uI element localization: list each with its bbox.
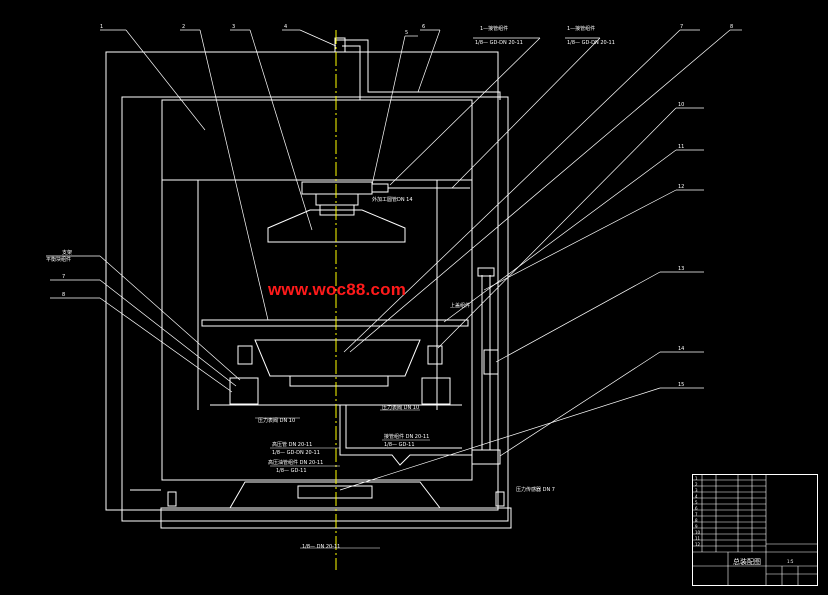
note-sub: 1/8— GD-DN 20-11 bbox=[567, 40, 615, 46]
title-row: 1 bbox=[695, 476, 698, 481]
inner-note: 1/8— GD-11 bbox=[276, 468, 307, 474]
left-label: 支架 bbox=[62, 250, 73, 256]
left-label: 7 bbox=[62, 274, 66, 280]
callout-number: 2 bbox=[182, 24, 186, 30]
callout-number: 7 bbox=[680, 24, 684, 30]
title-block-title: 总装配图 bbox=[733, 558, 761, 566]
title-row: 5 bbox=[695, 500, 698, 505]
bottom-note: 1/8— DN 20-11 bbox=[302, 544, 341, 550]
right-bottom-note: 压力传感器 DN 7 bbox=[516, 487, 555, 493]
press-die bbox=[267, 209, 406, 243]
inner-note: 上盖组件 bbox=[450, 303, 471, 309]
title-row: 2 bbox=[695, 482, 698, 487]
note-sub: 1/8— GD-DN 20-11 bbox=[475, 40, 523, 46]
lower-die bbox=[254, 339, 421, 377]
inner-note: 外加工圆管DN 14 bbox=[372, 197, 413, 203]
title-row: 11 bbox=[695, 536, 701, 541]
machine-body bbox=[121, 96, 509, 522]
note-title: 1—接管组件 bbox=[567, 26, 596, 32]
title-block: 总装配图 1:5 1 2 3 4 5 6 7 8 9 10 11 12 bbox=[692, 474, 818, 586]
upper-head bbox=[301, 181, 373, 195]
callout-number: 11 bbox=[678, 144, 685, 150]
title-block-scale: 1:5 bbox=[787, 559, 794, 564]
inner-note: 高压油管组件 DN 20-11 bbox=[268, 460, 324, 466]
callout-number: 13 bbox=[678, 266, 685, 272]
callout-number: 4 bbox=[284, 24, 288, 30]
work-table bbox=[201, 319, 469, 327]
inner-note: 1/8— GD-11 bbox=[384, 442, 415, 448]
inner-column bbox=[161, 99, 473, 481]
inner-note: 接管组件 DN 20-11 bbox=[384, 434, 430, 440]
callout-number: 6 bbox=[422, 24, 426, 30]
callout-number: 3 bbox=[232, 24, 236, 30]
title-row: 10 bbox=[695, 530, 701, 535]
inner-note: 压力表阀 DN 10 bbox=[258, 418, 296, 424]
leader-lines bbox=[46, 29, 742, 491]
title-row: 3 bbox=[695, 488, 698, 493]
lower-pipe bbox=[339, 405, 472, 466]
title-row: 9 bbox=[695, 524, 698, 529]
callout-number: 8 bbox=[730, 24, 734, 30]
top-pipe bbox=[335, 39, 501, 100]
title-row: 6 bbox=[695, 506, 698, 511]
left-label: 平衡块组件 bbox=[46, 257, 72, 263]
title-row: 12 bbox=[695, 542, 701, 547]
inner-note: 1/8— GD-DN 20-11 bbox=[272, 450, 320, 456]
callout-number: 15 bbox=[678, 382, 685, 388]
left-label: 8 bbox=[62, 292, 66, 298]
callout-number: 1 bbox=[100, 24, 104, 30]
callout-number: 10 bbox=[678, 102, 685, 108]
inner-note: 高压管 DN 20-11 bbox=[272, 442, 313, 448]
callout-number: 5 bbox=[405, 30, 409, 36]
inner-note: 压力表阀 DN 10 bbox=[382, 405, 420, 411]
title-row: 8 bbox=[695, 518, 698, 523]
foundation bbox=[229, 481, 441, 509]
callout-number: 12 bbox=[678, 184, 685, 190]
title-row: 4 bbox=[695, 494, 698, 499]
callout-number: 14 bbox=[678, 346, 685, 352]
outer-frame bbox=[105, 51, 499, 511]
title-block-grid bbox=[692, 474, 818, 586]
watermark-text: www.woc88.com bbox=[268, 280, 407, 299]
title-row: 7 bbox=[695, 512, 698, 517]
note-title: 1—接管组件 bbox=[480, 26, 509, 32]
